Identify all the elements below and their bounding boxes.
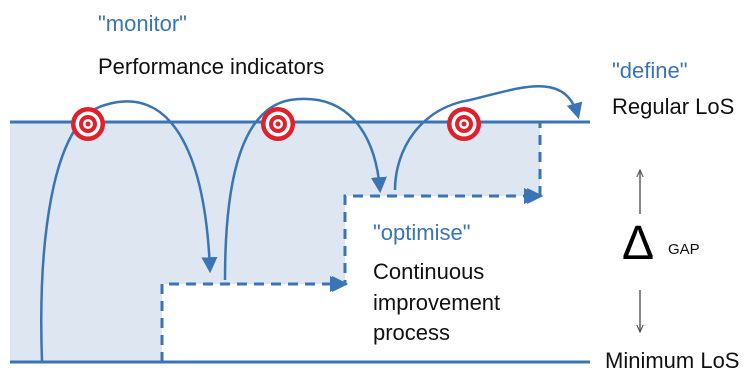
monitor-keyword: "monitor" xyxy=(98,11,187,36)
define-keyword: "define" xyxy=(612,58,688,83)
step-arrow-head-2 xyxy=(524,188,540,204)
optimise-caption-line-2: improvement xyxy=(373,290,501,315)
define-caption: Regular LoS xyxy=(612,94,735,119)
curve-arrow-1 xyxy=(40,100,218,363)
gap-label: GAP xyxy=(668,241,700,258)
target-icon xyxy=(261,107,295,141)
target-icon xyxy=(71,107,105,141)
target-icon xyxy=(447,107,481,141)
gap-shaded-area xyxy=(10,122,540,362)
monitor-caption: Performance indicators xyxy=(98,54,325,79)
optimise-caption-line-3: process xyxy=(373,320,451,345)
gap-delta-symbol: Δ xyxy=(622,217,655,270)
minimum-caption: Minimum LoS xyxy=(605,348,740,373)
curve-arrow-3 xyxy=(393,85,583,191)
optimise-keyword: "optimise" xyxy=(373,220,471,245)
curve-arrow-2 xyxy=(223,97,387,281)
step-arrow-head-1 xyxy=(330,276,345,292)
optimise-caption-line-1: Continuous xyxy=(373,259,485,284)
